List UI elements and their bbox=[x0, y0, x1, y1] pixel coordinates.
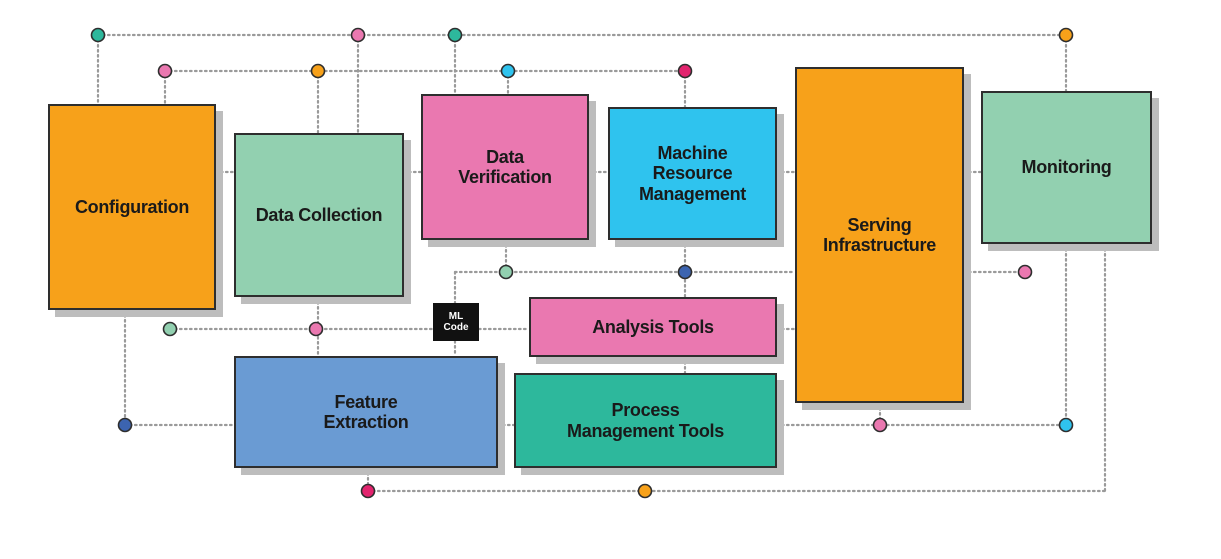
monitoring-label: Monitoring bbox=[1021, 157, 1112, 178]
data-verification-box: Data Verification bbox=[421, 94, 589, 240]
magenta-node-16 bbox=[360, 483, 376, 499]
ml-code-label: ML Code bbox=[443, 311, 469, 333]
feature-extraction-box: Feature Extraction bbox=[234, 356, 498, 468]
serving-infrastructure-box: Serving Infrastructure bbox=[795, 67, 964, 403]
orange-node-5 bbox=[310, 63, 326, 79]
configuration-box: Configuration bbox=[48, 104, 216, 310]
machine-resource-management-box: Machine Resource Management bbox=[608, 107, 777, 240]
orange-node-3 bbox=[1058, 27, 1074, 43]
serving-infrastructure-label: Serving Infrastructure bbox=[823, 214, 936, 255]
pink-node-4 bbox=[157, 63, 173, 79]
process-management-tools-label: Process Management Tools bbox=[567, 400, 724, 441]
blue-node-6 bbox=[500, 63, 516, 79]
configuration-label: Configuration bbox=[74, 196, 190, 217]
data-collection-box: Data Collection bbox=[234, 133, 404, 297]
blue-node-15 bbox=[1058, 417, 1074, 433]
pink-node-1 bbox=[350, 27, 366, 43]
feature-extraction-label: Feature Extraction bbox=[323, 391, 409, 432]
magenta-node-7 bbox=[677, 63, 693, 79]
analysis-tools-label: Analysis Tools bbox=[592, 316, 714, 337]
teal-node-2 bbox=[447, 27, 463, 43]
data-collection-label: Data Collection bbox=[255, 204, 383, 225]
pink-node-14 bbox=[872, 417, 888, 433]
green-node-11 bbox=[162, 321, 178, 337]
ml-code-box: ML Code bbox=[433, 303, 479, 341]
analysis-tools-box: Analysis Tools bbox=[529, 297, 777, 357]
pink-node-10 bbox=[1017, 264, 1033, 280]
blue-node-9 bbox=[677, 264, 693, 280]
monitoring-box: Monitoring bbox=[981, 91, 1152, 244]
teal-node-0 bbox=[90, 27, 106, 43]
pink-node-12 bbox=[308, 321, 324, 337]
green-node-8 bbox=[498, 264, 514, 280]
blue-node-13 bbox=[117, 417, 133, 433]
process-management-tools-box: Process Management Tools bbox=[514, 373, 777, 468]
data-verification-label: Data Verification bbox=[458, 146, 552, 187]
machine-resource-management-label: Machine Resource Management bbox=[638, 143, 747, 204]
orange-node-17 bbox=[637, 483, 653, 499]
